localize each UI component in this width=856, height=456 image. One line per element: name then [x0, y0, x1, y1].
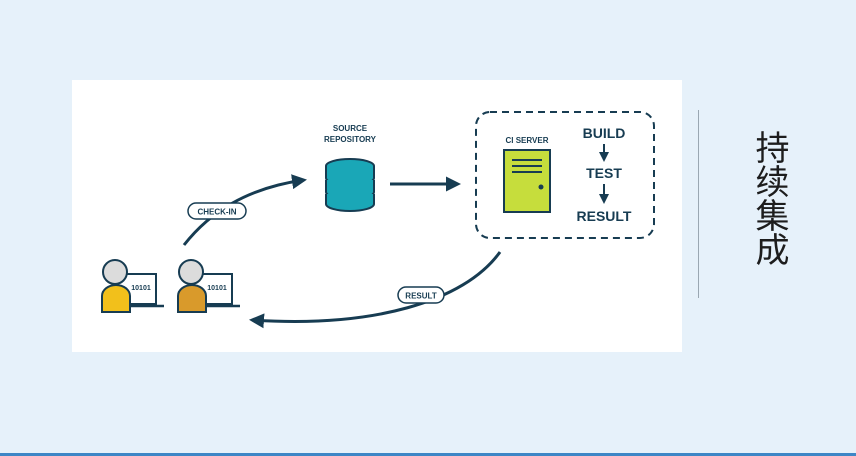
check-in-pill: [187, 202, 247, 220]
pipeline-step-result: RESULT: [577, 208, 632, 224]
source-repository-label-line1: SOURCE: [333, 124, 368, 133]
ci-server-label: CI SERVER: [506, 136, 549, 145]
result-pill: [397, 286, 445, 304]
server-icon: [503, 149, 551, 213]
check-in-label: CHECK-IN: [197, 208, 236, 217]
ci-diagram: SOURCE REPOSITORY CI SERVER BUILD TEST R…: [101, 111, 655, 329]
result-label: RESULT: [405, 292, 437, 301]
side-title: 持续集成: [749, 130, 789, 266]
result-arrow: [249, 251, 502, 329]
developer-1-screen-text: 10101: [131, 285, 151, 292]
ci-server-box: [475, 111, 655, 239]
pipeline-step-test: TEST: [586, 165, 622, 181]
developer-icon-2: [177, 259, 240, 313]
database-icon: [325, 158, 375, 212]
vertical-divider: [698, 110, 699, 298]
developer-icon-1: [101, 259, 164, 313]
bottom-rule: [0, 453, 856, 456]
source-repository-label-line2: REPOSITORY: [324, 135, 377, 144]
pipeline-step-build: BUILD: [583, 125, 626, 141]
ci-diagram-panel: SOURCE REPOSITORY CI SERVER BUILD TEST R…: [72, 80, 682, 352]
developer-2-screen-text: 10101: [207, 285, 227, 292]
